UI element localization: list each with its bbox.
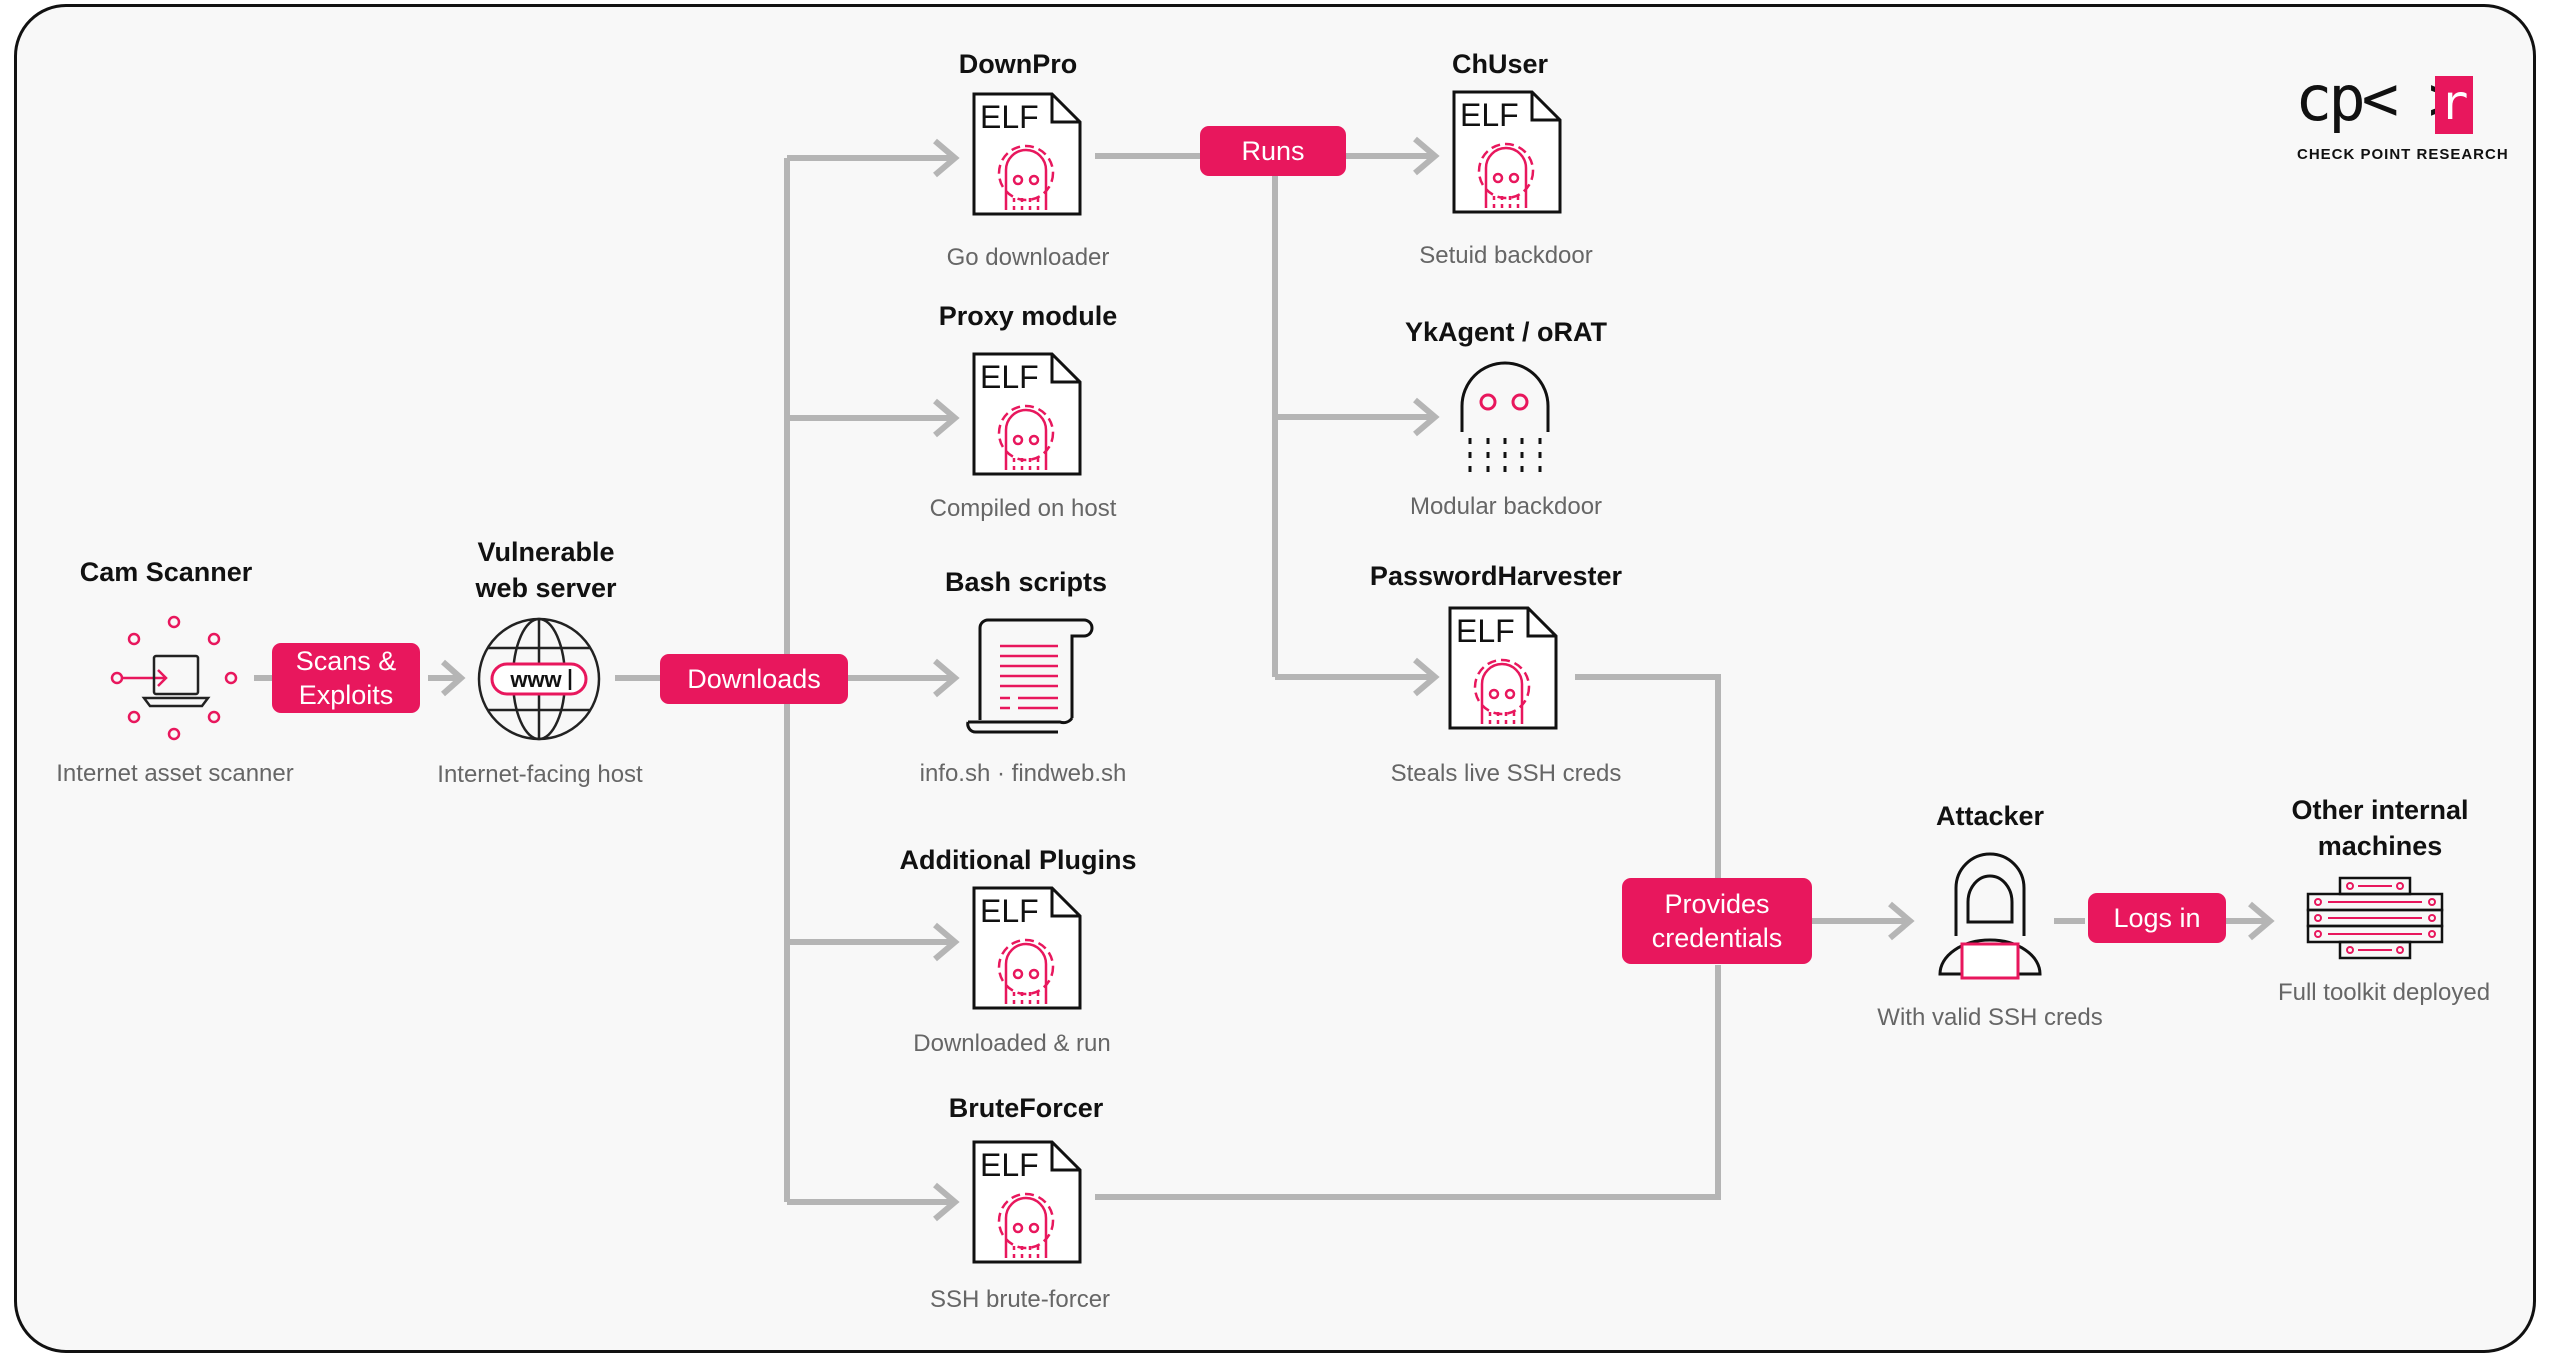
cpr-logo: cp<r> r CHECK POINT RESEARCH xyxy=(2295,62,2508,172)
ghost-icon xyxy=(1460,361,1550,474)
downloads-pill: Downloads xyxy=(660,654,848,704)
ykagent-title: YkAgent / oRAT xyxy=(1405,317,1607,347)
logo-wordmark: cp<r> xyxy=(2295,62,2466,135)
proxy-subtitle: Compiled on host xyxy=(929,495,1117,522)
internal-subtitle: Full toolkit deployed xyxy=(2277,979,2491,1006)
runs-pill: Runs xyxy=(1200,126,1346,176)
attacker-subtitle: With valid SSH creds xyxy=(1877,1004,2103,1031)
chuser-subtitle: Setuid backdoor xyxy=(1419,242,1593,269)
scanner-laptop-icon xyxy=(110,615,238,741)
elf-label: ELF xyxy=(980,99,1039,135)
arrowhead-chuser xyxy=(1413,136,1440,176)
cam-scanner-subtitle: Internet asset scanner xyxy=(56,760,294,787)
arrowhead-proxy xyxy=(933,398,960,438)
harvester-title: PasswordHarvester xyxy=(1369,561,1623,591)
arrowhead-plugins xyxy=(933,922,960,962)
arrow-harvester-to-provides xyxy=(1575,674,1721,878)
proxy-title: Proxy module xyxy=(938,301,1118,331)
ykagent-subtitle: Modular backdoor xyxy=(1409,493,1603,520)
elf-file-icon: ELF xyxy=(1448,606,1558,730)
provides-credentials-pill: Provides credentials xyxy=(1622,878,1812,964)
elf-file-icon: ELF xyxy=(972,886,1082,1010)
server-rack-icon xyxy=(2306,876,2444,960)
bruteforcer-subtitle: SSH brute-forcer xyxy=(929,1286,1111,1313)
arrowhead-server xyxy=(441,659,466,697)
elf-label: ELF xyxy=(980,359,1039,395)
globe-www-text: www xyxy=(509,667,562,692)
elf-label: ELF xyxy=(1456,613,1515,649)
cam-scanner-title: Cam Scanner xyxy=(79,557,253,587)
scans-exploits-pill: Scans & Exploits xyxy=(272,643,420,713)
elf-file-icon: ELF xyxy=(972,352,1082,476)
attacker-title: Attacker xyxy=(1935,801,2045,831)
elf-file-icon: ELF xyxy=(972,92,1082,216)
arrow-brute-to-provides xyxy=(1095,965,1721,1200)
web-server-subtitle: Internet-facing host xyxy=(437,761,643,788)
downpro-subtitle: Go downloader xyxy=(946,244,1110,271)
harvester-subtitle: Steals live SSH creds xyxy=(1390,760,1622,787)
hooded-hacker-icon xyxy=(1938,852,2042,980)
bruteforcer-title: BruteForcer xyxy=(948,1093,1104,1123)
arrowhead-harvester xyxy=(1413,657,1440,697)
logs-in-pill: Logs in xyxy=(2088,893,2226,943)
script-scroll-icon xyxy=(966,618,1094,734)
arrowhead-brute xyxy=(933,1182,960,1222)
plugins-title: Additional Plugins xyxy=(899,845,1137,875)
downpro-title: DownPro xyxy=(958,49,1078,79)
arrowhead-ykagent xyxy=(1413,397,1440,437)
arrowhead-downpro xyxy=(933,138,960,178)
globe-www-icon: www xyxy=(477,617,601,741)
elf-label: ELF xyxy=(1460,97,1519,133)
bash-subtitle: info.sh · findweb.sh xyxy=(919,760,1127,787)
elf-file-icon: ELF xyxy=(972,1140,1082,1264)
plugins-subtitle: Downloaded & run xyxy=(913,1030,1111,1057)
arrowhead-internal xyxy=(2248,901,2275,941)
logo-r-mark: r xyxy=(2435,76,2473,134)
arrowhead-attacker xyxy=(1888,901,1915,941)
elf-label: ELF xyxy=(980,893,1039,929)
arrowhead-bash xyxy=(933,658,960,698)
elf-file-icon: ELF xyxy=(1452,90,1562,214)
web-server-title: Vulnerable web server xyxy=(475,537,617,603)
logo-tagline: CHECK POINT RESEARCH xyxy=(2297,146,2509,163)
internal-title: Other internal machines xyxy=(2291,795,2469,861)
elf-label: ELF xyxy=(980,1147,1039,1183)
chuser-title: ChUser xyxy=(1451,49,1549,79)
bash-title: Bash scripts xyxy=(944,567,1108,597)
